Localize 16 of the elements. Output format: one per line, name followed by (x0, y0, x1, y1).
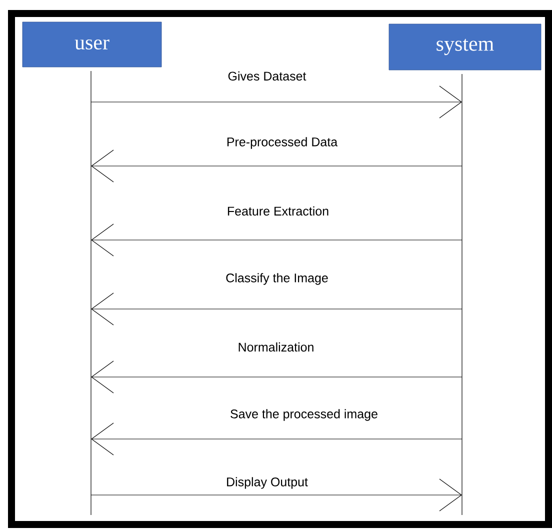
message-arrow (91, 150, 462, 182)
lifeline-header-box: system (388, 24, 542, 70)
edge-label: Feature Extraction (226, 205, 330, 217)
message-arrow (91, 224, 462, 256)
edge-label: Normalization (236, 341, 316, 353)
edge-label: Display Output (225, 476, 309, 490)
message-arrow (90, 86, 462, 118)
message-arrow (90, 478, 462, 512)
edge-label: Save the processed image (229, 408, 379, 422)
edge-label: Classify the Image (224, 272, 330, 286)
message-arrow (91, 360, 462, 394)
edge-label: Gives Dataset (226, 70, 308, 82)
message-arrow (91, 422, 462, 456)
message-arrow (91, 292, 462, 326)
edge-label: Pre-processed Data (225, 136, 339, 150)
lifeline-header-box: user (22, 22, 162, 68)
